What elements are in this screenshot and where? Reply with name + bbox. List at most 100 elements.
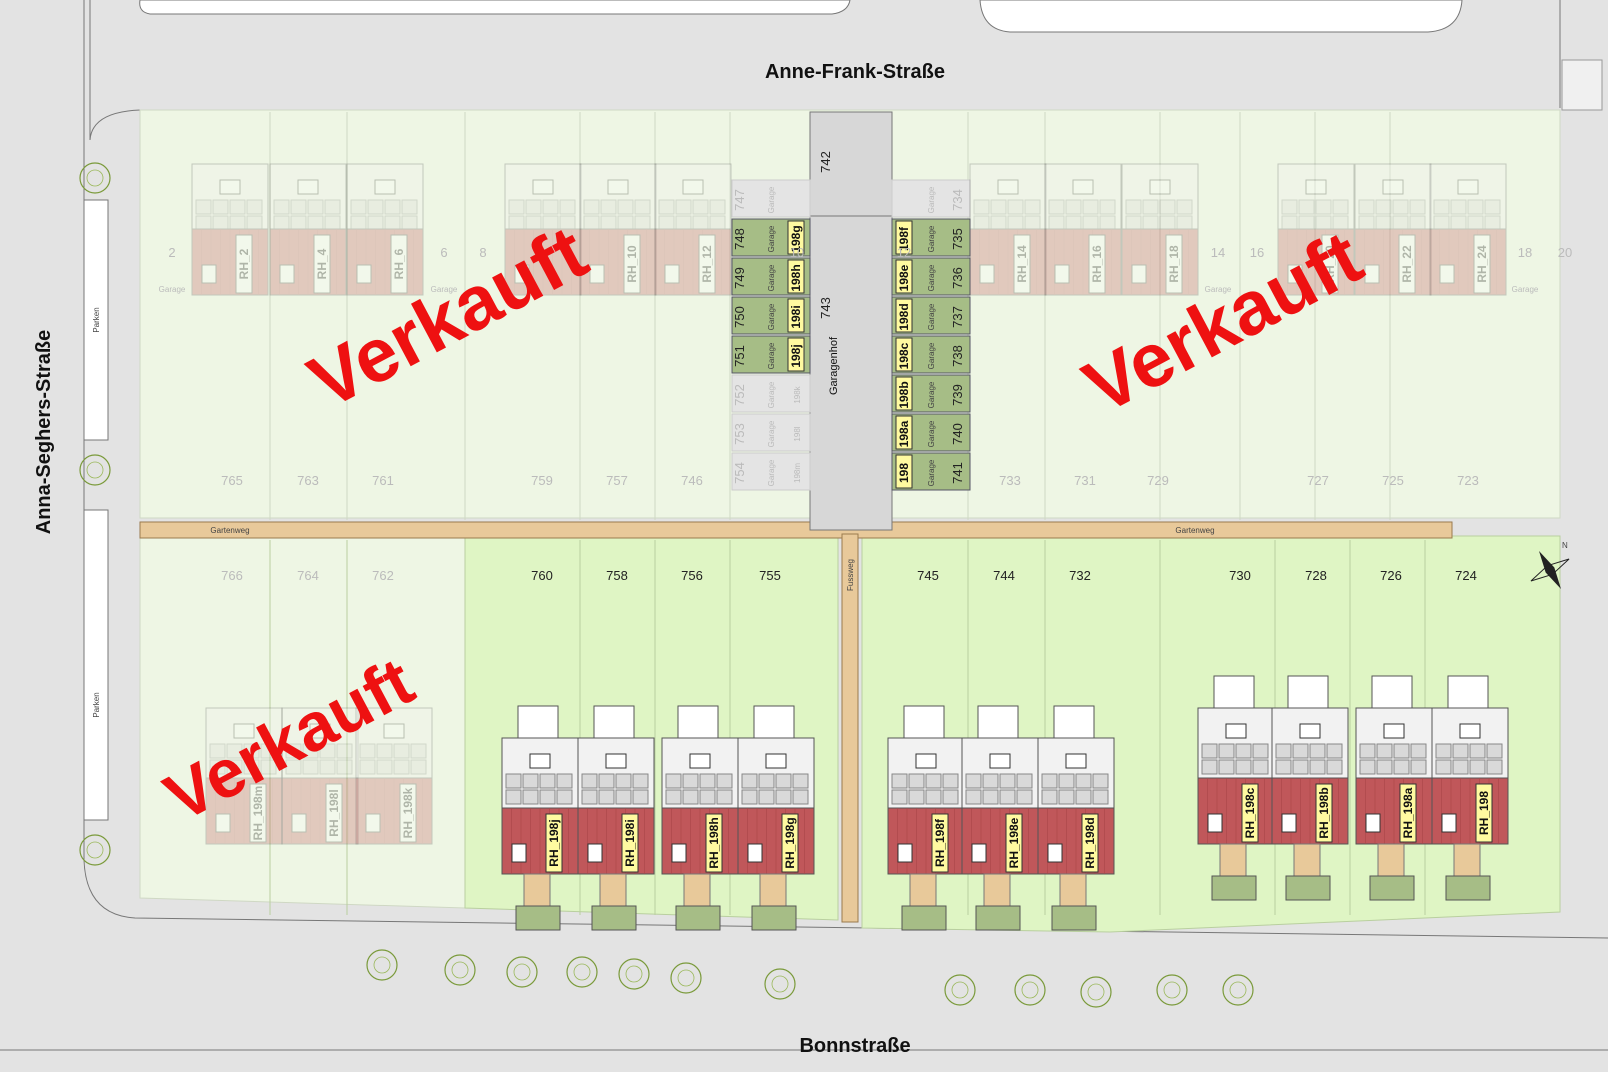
window-icon (671, 843, 687, 863)
solar-panel (1007, 199, 1024, 215)
solar-panel (1024, 199, 1041, 215)
solar-panel (559, 215, 576, 231)
house-number: 8 (479, 245, 486, 260)
house-roof (969, 228, 1047, 296)
lot-number: 758 (606, 568, 628, 583)
house-entrance (675, 705, 721, 931)
solar-panel (1435, 759, 1452, 775)
solar-panel (307, 215, 324, 231)
solar-panel (891, 773, 908, 789)
house-label: RH_198a (1401, 787, 1415, 838)
solar-panel (741, 789, 758, 805)
solar-panel (319, 743, 336, 759)
garage-number: 738 (950, 345, 965, 367)
solar-panel (1433, 215, 1450, 231)
house-number: 12 (897, 245, 911, 260)
street-name-top: Anne-Frank-Straße (765, 61, 945, 83)
solar-panel (982, 789, 999, 805)
solar-panel (393, 743, 410, 759)
house-label: RH_10 (625, 245, 639, 283)
house-label: RH_22 (1400, 245, 1414, 283)
solar-panel (359, 759, 376, 775)
garage-court-label: Garagenhof (828, 336, 840, 395)
window-icon (587, 843, 603, 863)
window-icon (1299, 723, 1321, 739)
window-icon (356, 264, 372, 284)
solar-panel (990, 215, 1007, 231)
garage-number: 747 (732, 189, 747, 211)
house-number: 10 (790, 245, 804, 260)
house-label: RH_198e (1007, 817, 1021, 868)
solar-panel (401, 215, 418, 231)
house-label-box (931, 813, 949, 873)
solar-panel (792, 773, 809, 789)
garage-tag-box (895, 298, 913, 333)
solar-panel (1469, 743, 1486, 759)
house-label-box (325, 783, 343, 843)
solar-panel (367, 215, 384, 231)
solar-panel (1298, 215, 1315, 231)
solar-panel (539, 773, 556, 789)
trees (79, 162, 1254, 1008)
lot-number: 744 (993, 568, 1015, 583)
garage-tag-box (895, 454, 913, 489)
house-label: RH_12 (700, 245, 714, 283)
solar-panel (699, 789, 716, 805)
solar-panel (508, 199, 525, 215)
garage-number: 735 (950, 228, 965, 250)
tree-icon (625, 965, 643, 983)
house-terrace (753, 705, 795, 739)
house-label-box (390, 234, 408, 294)
garage-label: Garage (927, 381, 936, 408)
row-house: RH_12 (654, 163, 732, 296)
lot-number: 756 (681, 568, 703, 583)
garage-label: Garage (767, 186, 776, 213)
house-upper-floor (504, 163, 582, 235)
lot-number: 746 (681, 473, 703, 488)
solar-panel (658, 215, 675, 231)
garage-label: Garage (767, 303, 776, 330)
bin-area (1211, 875, 1257, 901)
solar-panel (1159, 199, 1176, 215)
solar-panel (1326, 743, 1343, 759)
solar-panel (1075, 773, 1092, 789)
house-label-box (1088, 234, 1106, 294)
tree-icon (506, 956, 538, 988)
solar-panel (1486, 759, 1503, 775)
solar-panel (384, 199, 401, 215)
tree-icon (86, 841, 104, 859)
window-icon (971, 843, 987, 863)
garage-label: Garage (927, 459, 936, 486)
solar-panel (716, 789, 733, 805)
lot-number: 761 (372, 473, 394, 488)
row-house: RH_14 (969, 163, 1047, 296)
solar-panel (658, 199, 675, 215)
house-upper-floor (1121, 163, 1199, 235)
solar-panel (302, 759, 319, 775)
tree-icon (573, 963, 591, 981)
lot-number: 755 (759, 568, 781, 583)
window-icon (747, 843, 763, 863)
row-house: RH_198b (1271, 707, 1349, 845)
solar-panel (1309, 759, 1326, 775)
house-label: RH_6 (392, 248, 406, 279)
row-house: RH_18 (1121, 163, 1199, 296)
house-label-box (399, 783, 417, 843)
solar-panel (1275, 759, 1292, 775)
house-roof (191, 228, 269, 296)
window-icon (1072, 179, 1094, 195)
house-roof (654, 228, 732, 296)
tree-icon (677, 969, 695, 987)
window-icon (1065, 753, 1087, 769)
house-terrace (677, 705, 719, 739)
row-house: RH_6 (346, 163, 424, 296)
garage-label: Garage (767, 225, 776, 252)
house-label: RH_20 (1323, 245, 1337, 283)
house-label: RH_198i (623, 819, 637, 866)
solar-panel (581, 789, 598, 805)
row-house: RH_198m (205, 707, 283, 845)
house-entrance (591, 705, 637, 931)
solar-panel (600, 199, 617, 215)
